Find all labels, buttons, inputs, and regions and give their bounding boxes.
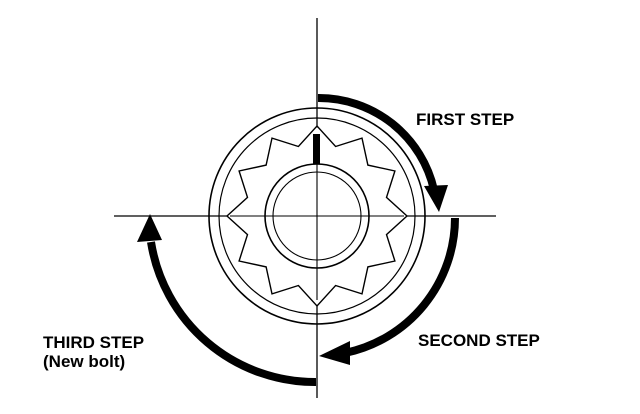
first-step-label: FIRST STEP [416, 110, 515, 129]
third-step-arc [147, 241, 317, 387]
second-step-arrowhead-icon [319, 341, 350, 365]
third-step-note: (New bolt) [43, 352, 126, 371]
washer-outer-circle [208, 107, 426, 325]
second-step-label: SECOND STEP [418, 331, 540, 350]
third-step-arrowhead-icon [137, 214, 162, 242]
washer-inner-circle [218, 117, 416, 315]
second-step-arc [344, 217, 459, 357]
third-step-title: THIRD STEP [43, 333, 145, 352]
third-step-label: THIRD STEP (New bolt) [43, 333, 144, 371]
first-step-arc [317, 93, 438, 191]
first-step-arrowhead-icon [424, 185, 448, 212]
reference-mark [313, 134, 320, 164]
